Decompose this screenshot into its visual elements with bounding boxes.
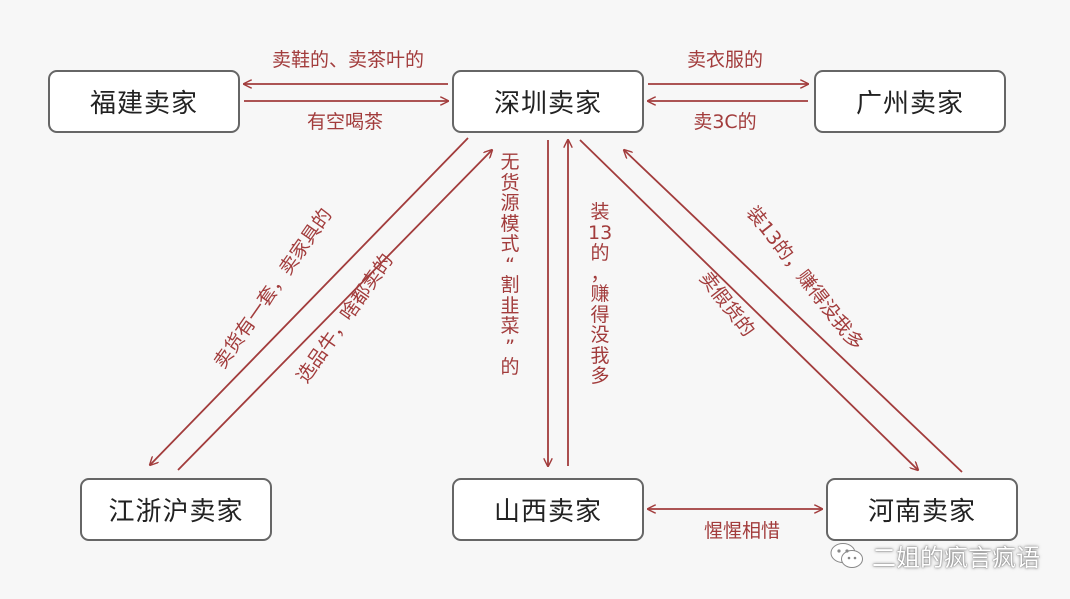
node-henan-seller: 河南卖家 (826, 478, 1018, 541)
node-fujian-seller: 福建卖家 (48, 70, 240, 133)
edge-label-jzh-to-sz: 选品牛，啥都卖的 (292, 250, 397, 387)
arrow-sz-to-jzh (150, 137, 469, 465)
arrow-jzh-to-sz (177, 150, 492, 471)
edge-label-sz-to-fj: 卖鞋的、卖茶叶的 (272, 49, 424, 71)
edge-label-sx-hn: 惺惺相惜 (704, 520, 780, 542)
edge-label-sz-to-sx: 无货源模式“割韭菜”的 (500, 151, 520, 379)
arrow-hn-to-sz (624, 150, 963, 473)
arrow-sz-to-hn (579, 139, 918, 470)
node-guangzhou-seller: 广州卖家 (814, 70, 1006, 133)
edge-label-fj-to-sz: 有空喝茶 (307, 111, 383, 133)
watermark-text: 二姐的疯言疯语 (872, 544, 1040, 572)
edge-label-gz-to-sz: 卖3C的 (693, 111, 756, 133)
node-shenzhen-seller: 深圳卖家 (452, 70, 644, 133)
watermark: 二姐的疯言疯语 (830, 538, 1040, 573)
node-jiangzhehu-seller: 江浙沪卖家 (80, 478, 272, 541)
edge-label-hn-to-sz: 装13的，赚得没我多 (742, 202, 868, 354)
node-shanxi-seller: 山西卖家 (452, 478, 644, 541)
edge-label-sz-to-gz: 卖衣服的 (687, 49, 763, 71)
wechat-icon (830, 542, 863, 568)
